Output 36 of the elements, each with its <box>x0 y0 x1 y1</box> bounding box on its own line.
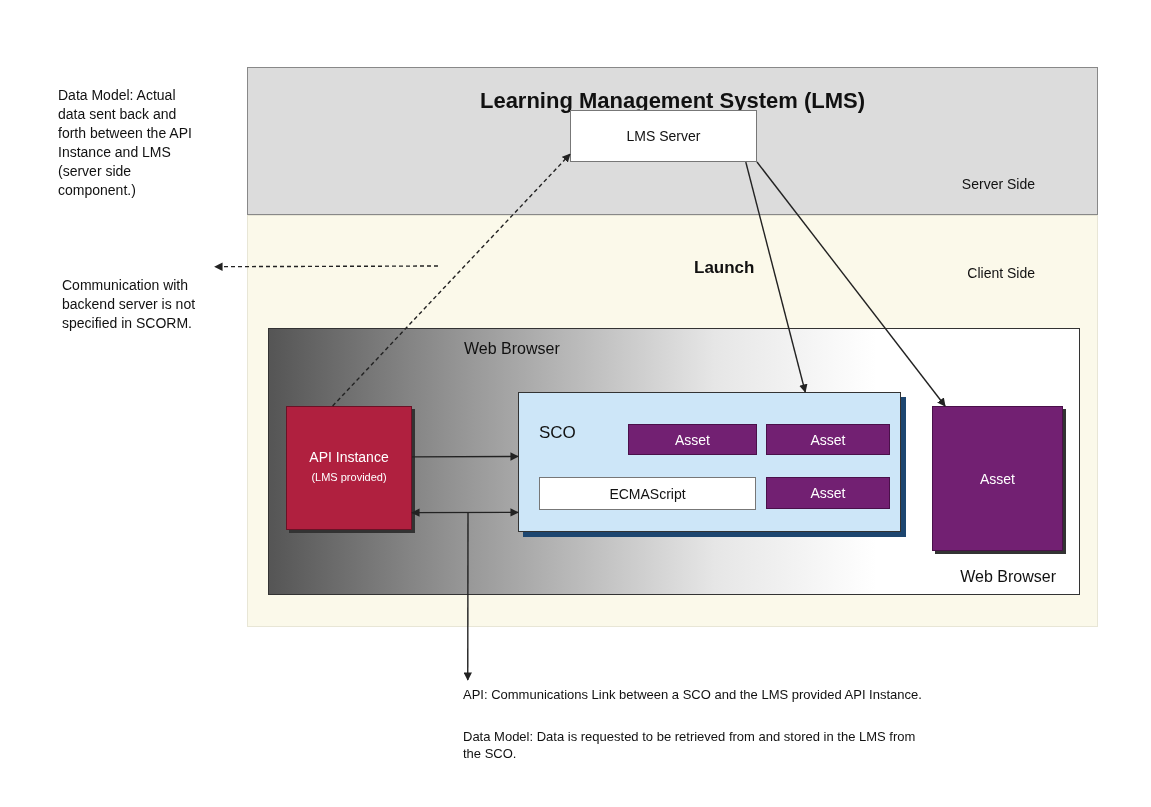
arrow <box>463 512 472 681</box>
api-instance-box <box>286 406 412 530</box>
asset-box <box>766 477 890 509</box>
note-text: API: Communications Link between a SCO and the LMS provided API Instance. <box>463 687 922 702</box>
browser-panel <box>268 328 1080 595</box>
arrow <box>756 161 946 407</box>
arrow <box>411 508 519 517</box>
arrow <box>745 161 808 393</box>
node-label: API Instance <box>308 449 390 465</box>
server-box <box>570 110 757 162</box>
arrow <box>411 452 519 461</box>
zone-label: Client Side <box>967 265 1035 281</box>
node-label: LMS Server <box>626 128 701 144</box>
client-side-band <box>247 215 1098 627</box>
note-text: Communication with backend server is not specified in SCORM. <box>62 276 197 333</box>
dashed-arrow <box>214 262 439 271</box>
panel-title: Web Browser <box>960 568 1056 586</box>
node-label: Asset <box>980 470 1015 487</box>
asset-box <box>766 424 890 455</box>
note-text: Data Model: Actual data sent back and forth between the API Instance and LMS (server side component.) <box>58 86 193 200</box>
node-sublabel: (LMS provided) <box>310 471 388 483</box>
asset-box <box>932 406 1063 551</box>
note-text: Data Model: Data is requested to be retrieved from and stored in the LMS from the SCO. <box>463 728 917 762</box>
dashed-arrow <box>331 153 571 407</box>
server-side-band <box>247 67 1098 215</box>
script-box <box>539 477 756 510</box>
asset-box <box>628 424 757 455</box>
node-label: SCO <box>539 423 576 443</box>
diagram-heading: Learning Management System (LMS) <box>478 88 867 114</box>
node-label: Asset <box>810 431 846 448</box>
zone-label: Server Side <box>961 176 1035 192</box>
edge-label: Launch <box>694 258 755 278</box>
node-label: Asset <box>675 431 710 448</box>
node-label: ECMAScript <box>609 485 686 502</box>
panel-title: Web Browser <box>464 340 560 358</box>
node-label: Asset <box>810 485 846 501</box>
